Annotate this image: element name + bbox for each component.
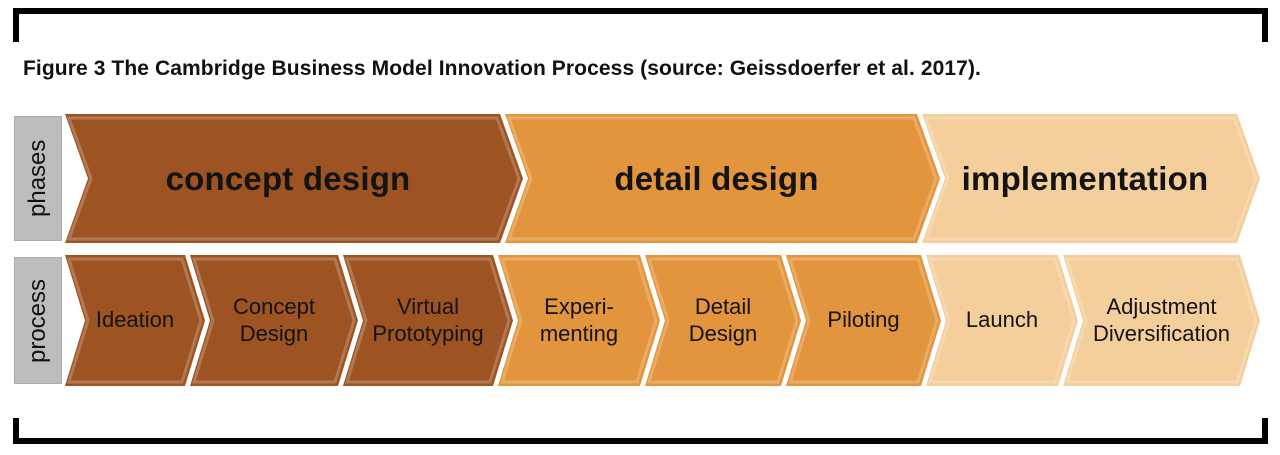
- chevron-arrow-shape: [190, 255, 358, 386]
- process-arrow-launch: Launch: [926, 255, 1078, 386]
- process-arrow-label: Adjustment Diversification: [1093, 293, 1230, 346]
- process-arrow-label: Ideation: [95, 307, 175, 333]
- process-arrow-label: Experi- menting: [539, 293, 619, 346]
- top-bracket: [13, 8, 1268, 42]
- chevron-arrow-shape: [1063, 255, 1260, 386]
- chevron-arrow-shape: [922, 114, 1260, 243]
- figure-caption: Figure 3 The Cambridge Business Model In…: [23, 57, 981, 80]
- chevron-arrow-shape: [65, 255, 205, 386]
- process-arrow-label: Detail Design: [688, 293, 758, 346]
- process-arrow-adjustment-diversification: Adjustment Diversification: [1063, 255, 1260, 386]
- phase-arrow-detail-design: detail design: [505, 114, 940, 243]
- process-arrow-ideation: Ideation: [65, 255, 205, 386]
- chevron-arrow-shape: [926, 255, 1078, 386]
- phase-arrow-implementation: implementation: [922, 114, 1260, 243]
- process-arrow-virtual-prototyping: Virtual Prototyping: [343, 255, 513, 386]
- phases-row-label: phases: [14, 116, 62, 241]
- process-arrow-detail-design: Detail Design: [645, 255, 801, 386]
- chevron-arrow-shape: [786, 255, 941, 386]
- chevron-arrow-shape: [343, 255, 513, 386]
- bottom-bracket: [13, 418, 1268, 444]
- process-arrow-label: Virtual Prototyping: [372, 293, 484, 346]
- process-arrow-piloting: Piloting: [786, 255, 941, 386]
- process-arrow-label: Launch: [965, 307, 1039, 333]
- process-row-label: process: [14, 257, 62, 384]
- phase-arrow-concept-design: concept design: [65, 114, 523, 243]
- process-arrow-label: Concept Design: [233, 293, 315, 346]
- process-arrow-concept-design: Concept Design: [190, 255, 358, 386]
- chevron-arrow-shape: [65, 114, 523, 243]
- process-arrow-label: Piloting: [827, 307, 900, 333]
- chevron-arrow-shape: [645, 255, 801, 386]
- phase-arrow-label: detail design: [614, 159, 819, 197]
- chevron-arrow-shape: [505, 114, 940, 243]
- chevron-arrow-shape: [498, 255, 660, 386]
- phase-arrow-label: concept design: [165, 159, 411, 197]
- phase-arrow-label: implementation: [961, 159, 1209, 197]
- process-arrow-experi-menting: Experi- menting: [498, 255, 660, 386]
